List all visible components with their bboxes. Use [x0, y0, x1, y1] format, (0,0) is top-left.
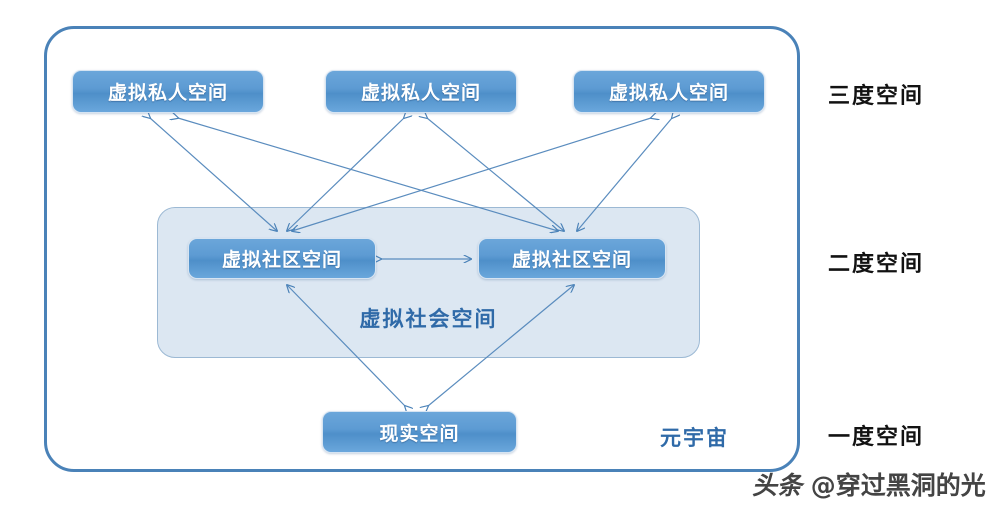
virtual-society-boundary	[157, 207, 700, 358]
virtual-society-label: 虚拟社会空间	[359, 307, 498, 331]
node-label: 虚拟社区空间	[511, 249, 632, 271]
node-virtual-private-space-2[interactable]: 虚拟私人空间	[325, 70, 517, 113]
watermark-handle: @穿过黑洞的光	[810, 471, 986, 500]
tier-label-third-degree: 三度空间	[828, 84, 925, 109]
node-label: 虚拟私人空间	[107, 82, 228, 104]
node-virtual-community-space-2[interactable]: 虚拟社区空间	[478, 238, 666, 279]
node-virtual-private-space-1[interactable]: 虚拟私人空间	[72, 70, 264, 113]
node-label: 现实空间	[379, 422, 460, 445]
metaverse-label: 元宇宙	[660, 426, 729, 450]
tier-label-second-degree: 二度空间	[828, 252, 925, 277]
watermark-source: 头条	[752, 471, 803, 500]
node-label: 虚拟社区空间	[221, 249, 342, 271]
node-label: 虚拟私人空间	[360, 82, 481, 104]
node-reality-space[interactable]: 现实空间	[322, 411, 517, 453]
node-virtual-community-space-1[interactable]: 虚拟社区空间	[188, 238, 376, 279]
node-virtual-private-space-3[interactable]: 虚拟私人空间	[573, 70, 765, 113]
metaverse-boundary	[44, 26, 800, 472]
watermark: 头条 @穿过黑洞的光	[752, 466, 986, 502]
tier-label-first-degree: 一度空间	[828, 425, 925, 450]
node-label: 虚拟私人空间	[608, 82, 729, 104]
